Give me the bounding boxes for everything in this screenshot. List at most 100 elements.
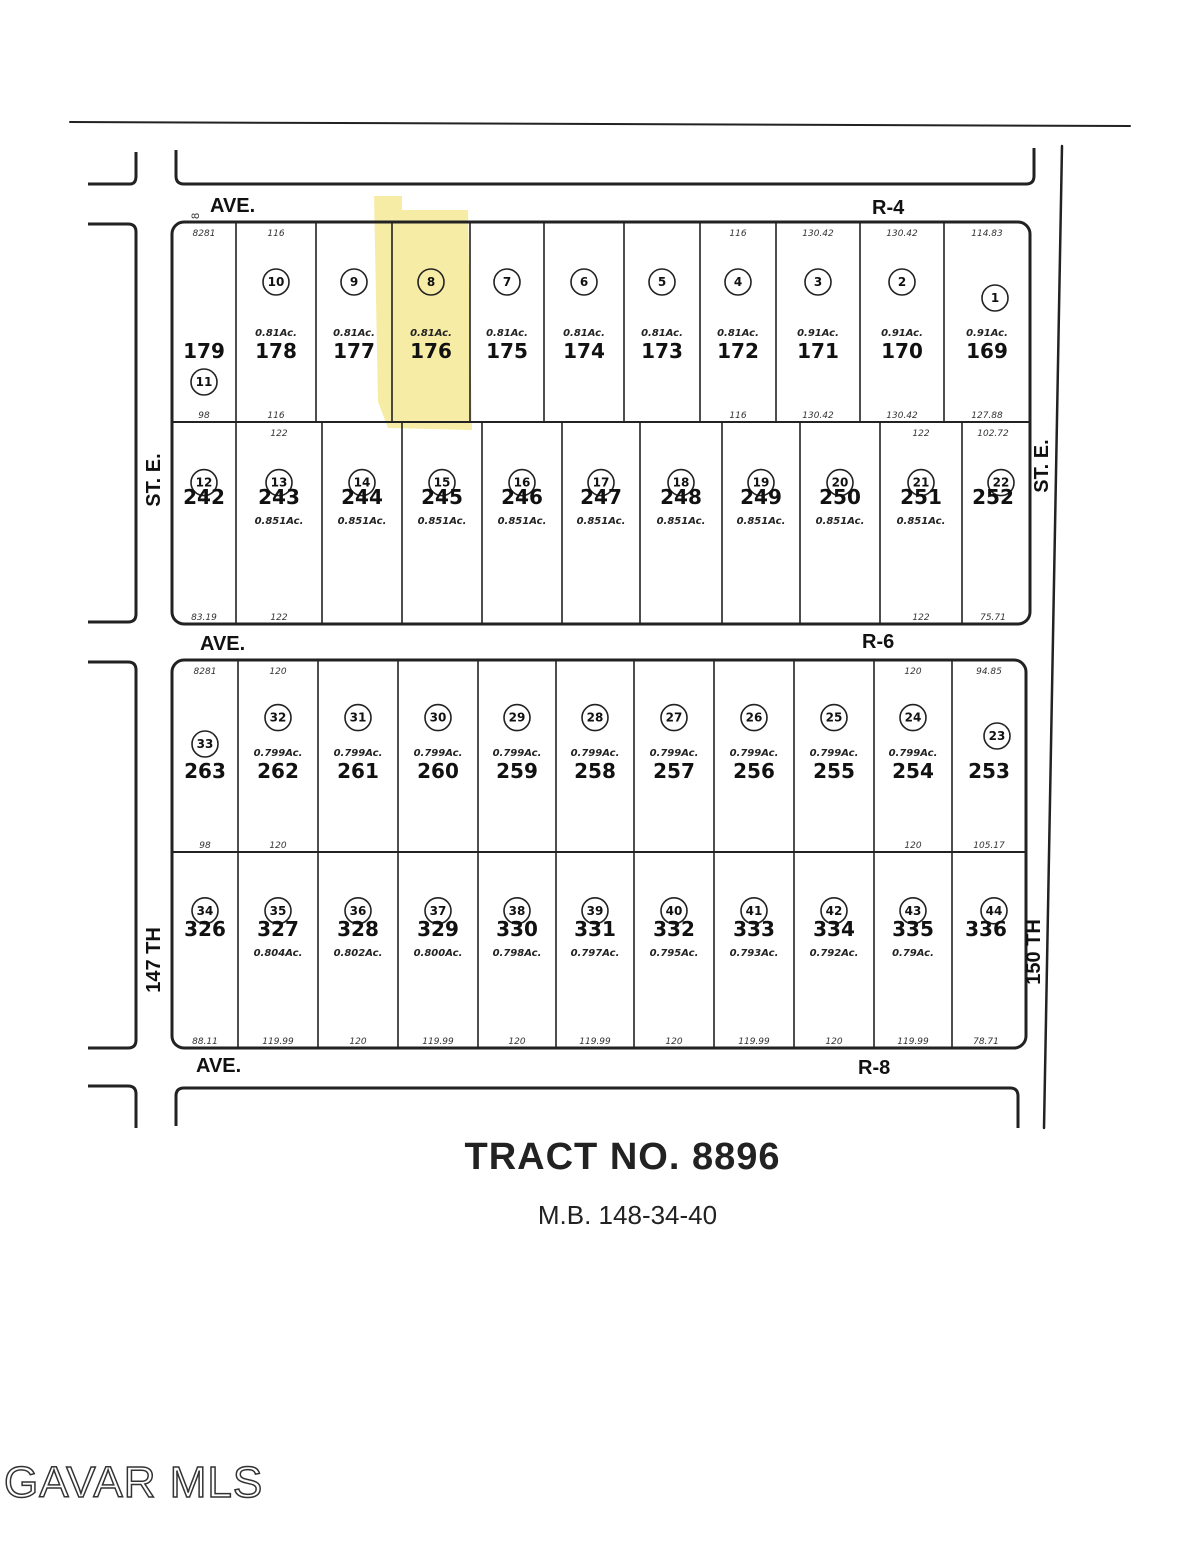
- lot-frontage-bottom: 119.99: [422, 1037, 454, 1047]
- lot-sub-number: 24: [905, 711, 922, 725]
- lot-number: 261: [337, 759, 379, 783]
- lot-frontage-top: 8281: [194, 667, 217, 677]
- lot-sub-number: 6: [580, 275, 588, 289]
- lot-frontage-bottom: 122: [270, 613, 287, 623]
- lot-sub-number: 27: [666, 711, 683, 725]
- lot-frontage-bottom: 120: [904, 841, 921, 851]
- lot-sub-circle: [190, 468, 218, 497]
- lot-frontage-bottom: 120: [508, 1037, 525, 1047]
- lot-frontage-top: 114.83: [971, 229, 1003, 239]
- lot-sub-number: 26: [746, 711, 763, 725]
- lot-number: 242: [183, 485, 225, 509]
- street-curb: [88, 1084, 138, 1128]
- lot-frontage-bottom: 88.11: [192, 1037, 218, 1047]
- lot-sub-circle: [264, 703, 292, 732]
- lot-sub-circle: [344, 703, 372, 732]
- street-curb: [88, 222, 138, 624]
- lot-sub-circle: [262, 268, 290, 296]
- lot-number: 334: [813, 917, 855, 941]
- lot-sub-circle: [907, 468, 935, 497]
- lot-acreage: 0.799Ac.: [254, 748, 303, 759]
- lot-sub-number: 19: [753, 476, 770, 490]
- lot-frontage-bottom: 116: [729, 411, 746, 421]
- block-outline: [170, 658, 1028, 1050]
- lot-frontage-bottom: 105.17: [973, 841, 1005, 851]
- lot-frontage-bottom: 120: [665, 1037, 682, 1047]
- lot-sub-number: 3: [814, 275, 822, 289]
- lot-sub-circle: [820, 703, 848, 732]
- lot-sub-number: 16: [514, 476, 531, 490]
- lot-sub-number: 1: [991, 291, 999, 305]
- lot-sub-number: 18: [673, 476, 690, 490]
- lot-acreage: 0.799Ac.: [730, 748, 779, 759]
- lot-acreage: 0.799Ac.: [889, 748, 938, 759]
- lot-sub-circle: [503, 896, 531, 925]
- lot-number: 244: [341, 485, 383, 509]
- lot-number: 333: [733, 917, 775, 941]
- lot-sub-circle: [826, 468, 854, 497]
- lot-number: 256: [733, 759, 775, 783]
- lot-acreage: 0.81Ac.: [717, 328, 759, 339]
- lot-acreage: 0.851Ac.: [897, 516, 946, 527]
- lot-sub-circle: [428, 468, 456, 497]
- lot-frontage-bottom: 130.42: [802, 411, 834, 421]
- route-label-r8: R-8: [858, 1057, 890, 1079]
- lot-frontage-bottom: 119.99: [262, 1037, 294, 1047]
- street-curb: [88, 660, 138, 1050]
- lot-number: 263: [184, 759, 226, 783]
- lot-sub-circle: [190, 368, 218, 396]
- lot-sub-circle: [344, 896, 372, 925]
- lot-frontage-top: 130.42: [886, 229, 918, 239]
- lot-sub-circle: [899, 703, 927, 732]
- lot-acreage: 0.91Ac.: [797, 328, 839, 339]
- street-curb: [174, 1086, 1020, 1128]
- lot-sub-circle: [660, 703, 688, 732]
- lot-acreage: 0.793Ac.: [730, 948, 779, 959]
- lot-sub-number: 39: [587, 904, 604, 918]
- lot-sub-number: 22: [993, 476, 1010, 490]
- lot-frontage-top: 122: [912, 429, 929, 439]
- lot-number: 177: [333, 339, 375, 363]
- map-book-reference: M.B. 148-34-40: [537, 1200, 718, 1230]
- lot-number: 173: [641, 339, 683, 363]
- lot-number: 254: [892, 759, 934, 783]
- lot-sub-number: 4: [734, 275, 742, 289]
- lot-frontage-bottom: 119.99: [579, 1037, 611, 1047]
- lot-frontage-top: 122: [270, 429, 287, 439]
- lot-sub-number: 29: [509, 711, 526, 725]
- lot-acreage: 0.800Ac.: [414, 948, 463, 959]
- lot-sub-number: 23: [989, 729, 1006, 743]
- lot-sub-circle: [899, 896, 927, 925]
- lot-sub-number: 14: [354, 476, 371, 490]
- lot-sub-number: 7: [503, 275, 511, 289]
- street-label-left-upper: ST. E.: [143, 453, 165, 506]
- lot-acreage: 0.799Ac.: [414, 748, 463, 759]
- lot-acreage: 0.799Ac.: [650, 748, 699, 759]
- lot-number: 330: [496, 917, 538, 941]
- lot-sub-number: 40: [666, 904, 683, 918]
- lot-acreage: 0.851Ac.: [255, 516, 304, 527]
- lot-sub-number: 9: [350, 275, 358, 289]
- lot-number: 170: [881, 339, 923, 363]
- lot-sub-circle: [747, 468, 775, 497]
- lot-number: 175: [486, 339, 528, 363]
- lot-sub-number: 21: [913, 476, 930, 490]
- lot-number: 255: [813, 759, 855, 783]
- lot-number: 251: [900, 485, 942, 509]
- lot-sub-circle: [820, 896, 848, 925]
- lot-number: 172: [717, 339, 759, 363]
- lot-sub-circle: [980, 896, 1008, 925]
- lot-sub-number: 28: [587, 711, 604, 725]
- lot-number: 252: [972, 485, 1014, 509]
- lot-acreage: 0.851Ac.: [657, 516, 706, 527]
- lot-number: 178: [255, 339, 297, 363]
- lot-sub-number: 37: [430, 904, 447, 918]
- lot-frontage-bottom: 120: [825, 1037, 842, 1047]
- lot-acreage: 0.81Ac.: [255, 328, 297, 339]
- lot-number: 174: [563, 339, 605, 363]
- lot-frontage-bottom: 122: [912, 613, 929, 623]
- lot-sub-circle: [424, 703, 452, 732]
- lot-sub-circle: [348, 468, 376, 497]
- lot-frontage-top: 120: [269, 667, 286, 677]
